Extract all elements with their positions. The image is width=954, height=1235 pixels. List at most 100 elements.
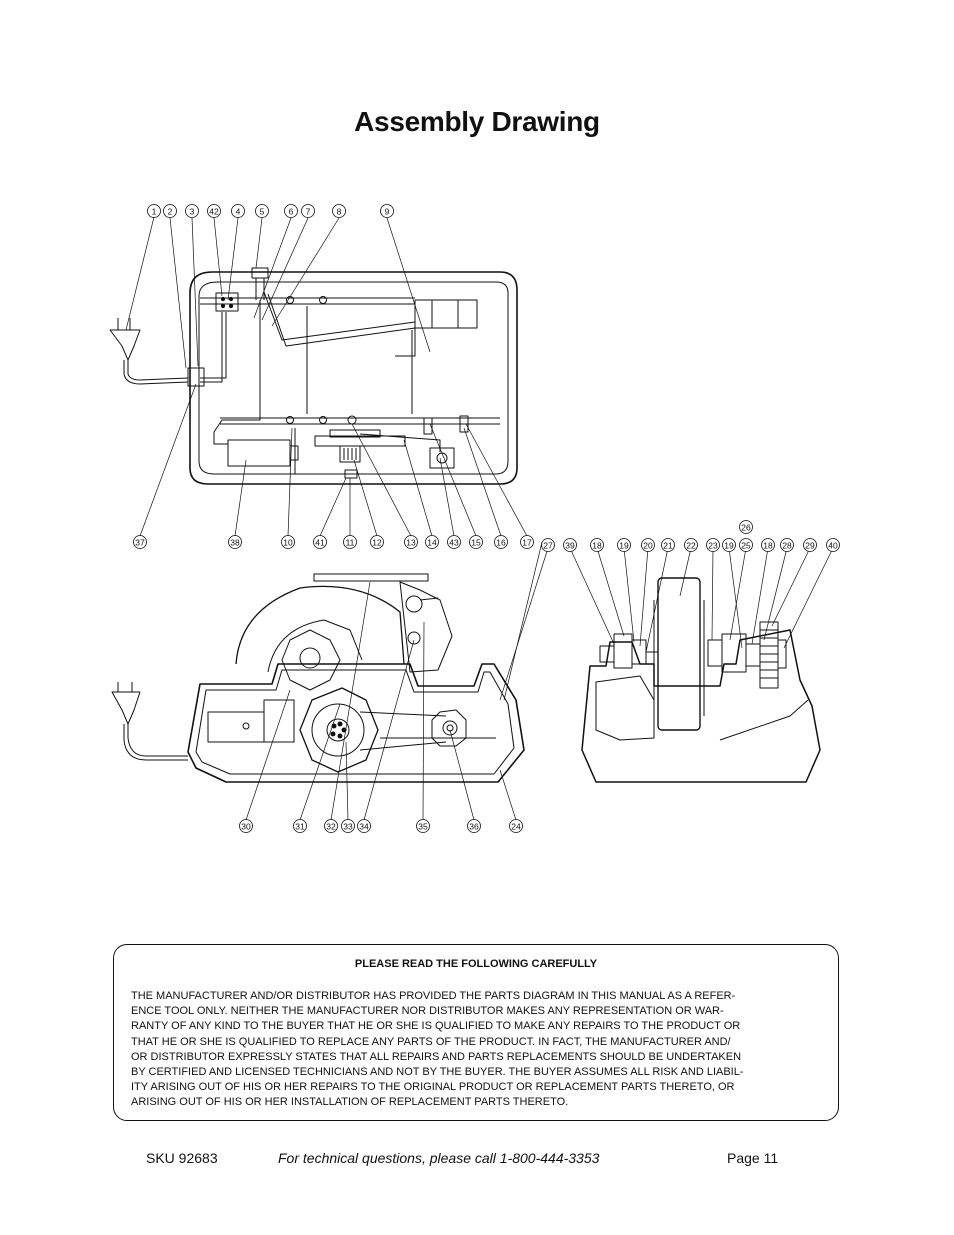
- callout-circle: [324, 819, 338, 833]
- callout-circle: [494, 535, 508, 549]
- callout-number: 8: [337, 207, 342, 217]
- callout-number: 41: [315, 538, 325, 548]
- callout-number: 31: [295, 822, 305, 832]
- callout-circle: [207, 204, 221, 218]
- callout-number: 9: [385, 207, 390, 217]
- callout-number: 28: [782, 541, 792, 551]
- callout-number: 14: [427, 538, 437, 548]
- callout-number: 35: [418, 822, 428, 832]
- callout-number: 24: [511, 822, 521, 832]
- callout-number: 16: [496, 538, 506, 548]
- disclaimer-line: ARISING OUT OF HIS OR HER INSTALLATION O…: [131, 1096, 569, 1109]
- callout-circle: [617, 538, 631, 552]
- callout-circle: [661, 538, 675, 552]
- callout-number: 29: [805, 541, 815, 551]
- callout-circle: [641, 538, 655, 552]
- callout-circle: [343, 535, 357, 549]
- power-plug-top: [109, 318, 189, 385]
- callout-number: 36: [469, 822, 479, 832]
- callout-circle: [469, 535, 483, 549]
- callout-number: 22: [686, 541, 696, 551]
- callout-number: 11: [346, 538, 355, 548]
- callout-circle: [284, 204, 298, 218]
- callout-circle: [231, 204, 245, 218]
- leader-lines: [125, 216, 834, 821]
- callout-circle: [416, 819, 430, 833]
- callout-number: 10: [283, 538, 293, 548]
- callout-circle: [509, 819, 523, 833]
- callout-number: 34: [359, 822, 369, 832]
- callout-circle: [293, 819, 307, 833]
- disclaimer-heading: PLEASE READ THE FOLLOWING CAREFULLY: [354, 958, 598, 970]
- footer-sku: SKU 92683: [146, 1150, 218, 1166]
- callout-circle: [447, 535, 461, 549]
- callout-number: 12: [372, 538, 382, 548]
- callout-circle: [281, 535, 295, 549]
- callout-number: 30: [241, 822, 251, 832]
- callout-circle: [313, 535, 327, 549]
- callout-circle: [803, 538, 817, 552]
- callout-number: 1: [152, 207, 157, 217]
- callout-number: 13: [406, 538, 416, 548]
- top-view-housing: [187, 267, 518, 485]
- callout-circle: [404, 535, 418, 549]
- callout-number: 6: [289, 207, 294, 217]
- callout-circle: [826, 538, 840, 552]
- callout-number: 18: [763, 541, 773, 551]
- page-title: Assembly Drawing: [354, 106, 600, 137]
- callout-circle: [163, 204, 177, 218]
- callout-number: 7: [306, 207, 311, 217]
- callout-number: 19: [724, 541, 734, 551]
- callout-circle: [722, 538, 736, 552]
- callout-circle: [147, 204, 161, 218]
- callout-number: 43: [449, 538, 459, 548]
- callout-circle: [520, 535, 534, 549]
- callout-circle: [590, 538, 604, 552]
- footer-page-number: Page 11: [727, 1150, 779, 1166]
- callout-number: 23: [708, 541, 718, 551]
- callout-circle: [739, 520, 753, 534]
- callout-circle: [684, 538, 698, 552]
- callout-number: 27: [543, 541, 553, 551]
- callout-circle: [706, 538, 720, 552]
- callout-circle: [301, 204, 315, 218]
- callout-circle: [228, 535, 242, 549]
- disclaimer-line: ITY ARISING OUT OF HIS OR HER REPAIRS TO…: [131, 1081, 735, 1094]
- callout-circle: [185, 204, 199, 218]
- callout-circle: [780, 538, 794, 552]
- disclaimer-text: THE MANUFACTURER AND/OR DISTRIBUTOR HAS …: [131, 989, 826, 1111]
- callout-number: 21: [663, 541, 673, 551]
- callouts-middle-left-row: 37 38 10 41 11 12 13 14 43 15 16 17: [133, 535, 534, 549]
- callout-number: 32: [326, 822, 336, 832]
- footer-support-phone: For technical questions, please call 1-8…: [278, 1150, 600, 1166]
- disclaimer-box: PLEASE READ THE FOLLOWING CAREFULLY THE …: [113, 944, 839, 1121]
- callout-number: 5: [260, 207, 265, 217]
- callout-circle: [563, 538, 577, 552]
- callout-number: 15: [471, 538, 481, 548]
- callout-number: 2: [168, 207, 173, 217]
- callout-circle: [341, 819, 355, 833]
- disclaimer-line: RANTY OF ANY KIND TO THE BUYER THAT HE O…: [131, 1020, 741, 1033]
- front-view-housing: [581, 577, 821, 783]
- callout-number: 40: [828, 541, 838, 551]
- callout-circle: [380, 204, 394, 218]
- callout-number: 17: [522, 538, 532, 548]
- callout-circle: [739, 538, 753, 552]
- callout-number: 3: [190, 207, 195, 217]
- callout-circle: [541, 538, 555, 552]
- callout-number: 39: [565, 541, 575, 551]
- callout-number: 37: [135, 538, 145, 548]
- callout-circle: [357, 819, 371, 833]
- callout-number: 38: [230, 538, 240, 548]
- callout-circle: [467, 819, 481, 833]
- disclaimer-line: OR DISTRIBUTOR EXPRESSLY STATES THAT ALL…: [131, 1050, 742, 1063]
- callout-circle: [761, 538, 775, 552]
- callout-circle: [255, 204, 269, 218]
- callout-number: 42: [209, 207, 219, 217]
- callout-circle: [425, 535, 439, 549]
- disclaimer-line: BY CERTIFIED AND LICENSED TECHNICIANS AN…: [131, 1066, 744, 1079]
